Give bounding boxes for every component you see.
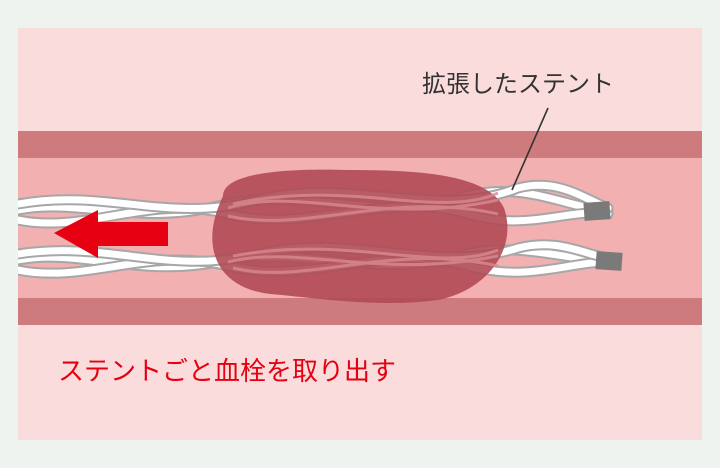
stent-label-leader [511, 107, 549, 191]
action-label: ステントごと血栓を取り出す [58, 357, 397, 387]
stent-tip-lower [595, 251, 623, 271]
pull-arrow [54, 210, 168, 258]
stent-wires-through-clot [227, 191, 499, 274]
vessel-wall-bottom [18, 298, 702, 325]
clot [212, 169, 508, 304]
stent-label: 拡張したステント [422, 70, 614, 98]
diagram-panel: 拡張したステント ステントごと血栓を取り出す [18, 28, 702, 440]
stent-tip-upper [583, 201, 611, 221]
vessel-wall-top [18, 131, 702, 158]
thrombectomy-diagram [18, 107, 702, 325]
